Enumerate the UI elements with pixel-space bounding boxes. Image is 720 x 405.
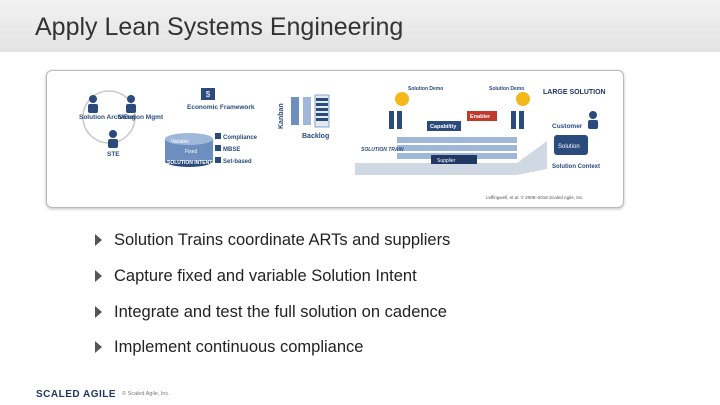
solution-train: Supplier SOLUTION TRAIN Enabler Capabili… — [355, 86, 547, 175]
supplier-label: Supplier — [437, 158, 456, 164]
solution-intent-label: SOLUTION INTENT — [167, 160, 212, 166]
enabler-label: Enabler — [470, 114, 491, 120]
mbse-icon — [215, 145, 221, 151]
diagram-svg: Solution Arch/Eng Solution Mgmt STE $ Ec… — [79, 86, 606, 200]
ste-person-icon — [108, 130, 118, 148]
large-solution-diagram: Solution Arch/Eng Solution Mgmt STE $ Ec… — [46, 70, 624, 208]
customer-label: Customer — [552, 123, 583, 130]
solution-label: Solution — [558, 144, 580, 150]
large-solution: LARGE SOLUTION Customer Solution Solutio… — [543, 89, 606, 170]
role-label-solution-arch: Solution Arch/Eng — [79, 114, 135, 121]
bullet-item: Solution Trains coordinate ARTs and supp… — [95, 231, 450, 250]
bullet-item: Capture fixed and variable Solution Inte… — [95, 267, 417, 286]
solution-context-label: Solution Context — [552, 164, 600, 170]
bullet-item: Implement continuous compliance — [95, 338, 363, 357]
set-based-label: Set-based — [223, 159, 252, 165]
customer-person-icon — [588, 111, 598, 129]
bullet-text: Capture fixed and variable Solution Inte… — [114, 267, 417, 285]
compliance-icon — [215, 133, 221, 139]
bullet-item: Integrate and test the full solution on … — [95, 303, 447, 322]
enabler-box — [467, 111, 497, 121]
backlog-label: Backlog — [302, 133, 329, 140]
mbse-label: MBSE — [223, 147, 240, 153]
capability-label: Capability — [430, 124, 457, 130]
solution-box — [554, 135, 588, 155]
triangle-right-icon — [95, 270, 102, 282]
diagram-copyright: Leffingwell, et al. © 2008–2018 Scaled A… — [486, 194, 584, 200]
solution-demo-right: Solution Demo — [489, 86, 524, 92]
kanban-board-icon — [291, 97, 299, 125]
svg-text:$: $ — [206, 90, 211, 99]
scaled-agile-logo: SCALED AGILE — [36, 389, 117, 400]
economic-framework-label: Economic Framework — [187, 104, 255, 111]
dollar-icon — [201, 88, 215, 100]
variable-label: Variable — [171, 139, 189, 145]
triangle-right-icon — [95, 234, 102, 246]
solution-train-shape — [355, 141, 547, 175]
role-label-solution-mgmt: Solution Mgmt — [118, 114, 164, 121]
economic-framework: $ Economic Framework — [187, 88, 255, 111]
roles-cluster: Solution Arch/Eng Solution Mgmt STE — [79, 90, 164, 158]
large-solution-label: LARGE SOLUTION — [543, 89, 606, 96]
bullet-text: Implement continuous compliance — [114, 338, 364, 356]
set-based-icon — [215, 157, 221, 163]
capability-box — [427, 121, 461, 131]
kanban-backlog: Kanban Backlog — [278, 94, 330, 140]
supplier-box — [431, 155, 477, 164]
triangle-right-icon — [95, 341, 102, 353]
solution-train-label: SOLUTION TRAIN — [361, 147, 404, 153]
bullet-text: Integrate and test the full solution on … — [114, 303, 447, 321]
solution-mgmt-person-icon — [126, 95, 136, 113]
kanban-label: Kanban — [278, 103, 285, 129]
bullet-text: Solution Trains coordinate ARTs and supp… — [114, 231, 451, 249]
demo-left-icon — [395, 92, 409, 106]
triangle-right-icon — [95, 306, 102, 318]
footer-copyright: © Scaled Agile, Inc. — [122, 391, 170, 397]
role-label-ste: STE — [107, 151, 120, 158]
compliance-label: Compliance — [223, 135, 258, 141]
fixed-label: Fixed — [185, 149, 197, 155]
demo-right-icon — [516, 92, 530, 106]
slide-header: Apply Lean Systems Engineering — [0, 0, 720, 52]
solution-demo-left: Solution Demo — [408, 86, 443, 92]
solution-arch-person-icon — [88, 95, 98, 113]
solution-intent: Variable Fixed SOLUTION INTENT Complianc… — [165, 133, 258, 167]
slide-title: Apply Lean Systems Engineering — [35, 13, 404, 41]
